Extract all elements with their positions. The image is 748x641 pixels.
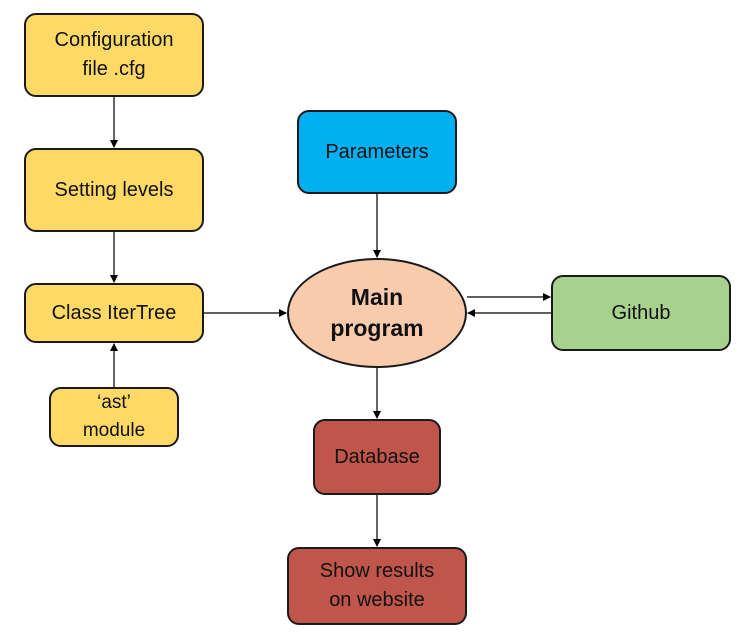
node-show-results-on-website: Show results on website — [287, 547, 467, 625]
node-setting-levels: Setting levels — [24, 148, 204, 232]
node-github: Github — [551, 275, 731, 351]
node-configuration-file: Configuration file .cfg — [24, 13, 204, 97]
node-parameters: Parameters — [297, 110, 457, 194]
node-database: Database — [313, 419, 441, 495]
node-class-itertree: Class IterTree — [24, 283, 204, 343]
node-main-program: Main program — [287, 258, 467, 368]
node-ast-module: ‘ast’ module — [49, 387, 179, 447]
